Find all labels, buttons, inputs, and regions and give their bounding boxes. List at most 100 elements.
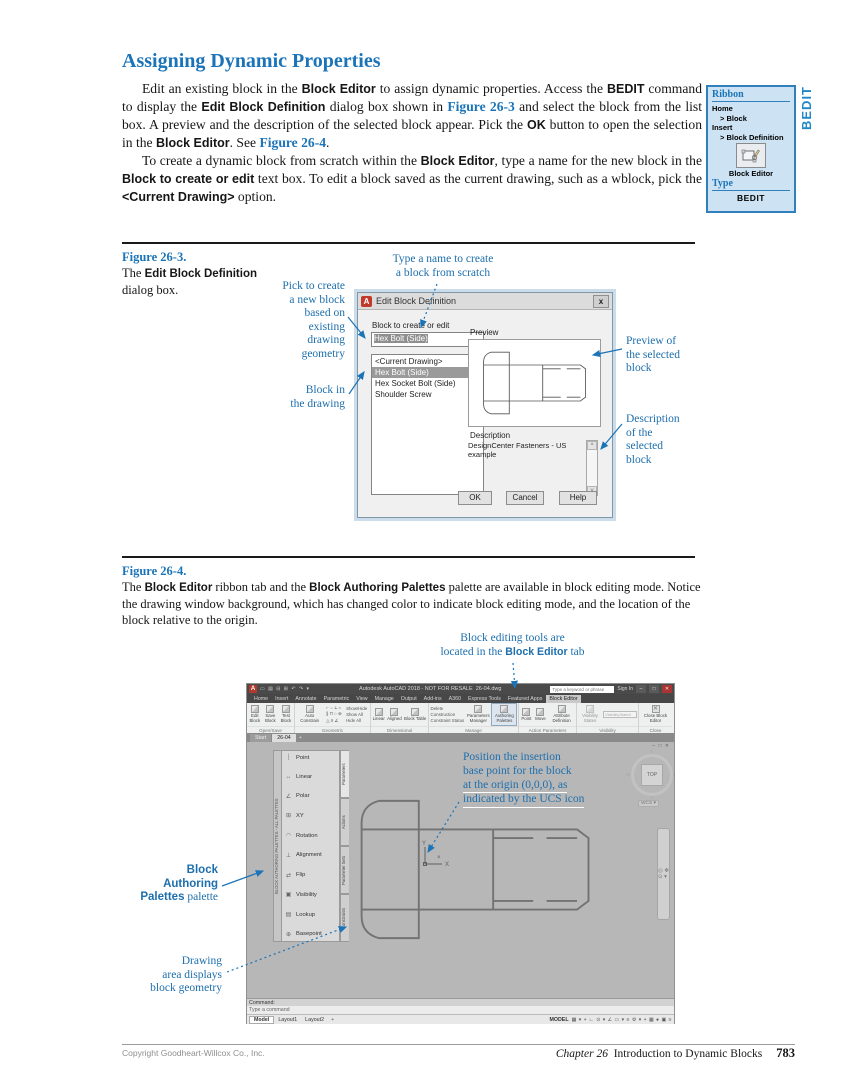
search-input[interactable] (550, 685, 615, 693)
construction-button[interactable]: Construction (430, 712, 456, 717)
status-bar-icons[interactable]: ▦ ▾ + ∟ ⊙ ▾ ∠ ▭ ▾ ≡ ⚙ ▾ + ▦ ● ▣ ≡ (571, 1016, 672, 1023)
command-line[interactable]: Command: (247, 998, 674, 1006)
block-list-item[interactable]: <Current Drawing> (375, 357, 443, 366)
signin-link[interactable]: Sign In (617, 686, 633, 692)
panel-label[interactable]: Geometric (295, 726, 370, 733)
palette-item[interactable]: ⇄Flip (285, 872, 306, 879)
constraint-icons[interactable]: ⌐ ⌵ ⊥ =∥ ⊓ ○ ⊜△ ≡ ∠ (326, 705, 342, 723)
panel-label[interactable]: Manage (429, 726, 518, 733)
command-input[interactable]: Type a command (247, 1006, 674, 1014)
autocad-logo-icon[interactable]: A (249, 685, 257, 693)
ribbon-tab[interactable]: Featured Apps (507, 696, 543, 702)
help-button[interactable]: Help (559, 491, 597, 505)
palette-titlebar[interactable]: BLOCK AUTHORING PALETTES - ALL PALETTES (273, 750, 282, 942)
dialog-title: Edit Block Definition (376, 296, 457, 306)
viewport-window-controls[interactable]: – □ ✕ (652, 743, 670, 749)
save-block-button[interactable]: Save Block (263, 705, 278, 723)
move-button[interactable]: Move (535, 707, 546, 722)
authoring-palettes-button[interactable]: Authoring Palettes (491, 703, 518, 726)
show-all-button[interactable]: Show All (346, 712, 363, 717)
palette-item[interactable]: ⊥Alignment (285, 852, 322, 859)
new-layout-icon[interactable]: + (331, 1016, 335, 1023)
layout-tab[interactable]: Model (249, 1015, 275, 1024)
point-button[interactable]: Point (521, 707, 531, 722)
ribbon-tab[interactable]: Manage (374, 696, 394, 702)
palette-item[interactable]: ▣Visibility (285, 891, 317, 899)
show-hide-button[interactable]: Show/Hide (346, 706, 368, 711)
ribbon-tab[interactable]: A360 (448, 696, 462, 702)
block-name-input[interactable]: Hex Bolt (Side) (371, 332, 484, 347)
palette-item[interactable]: ⊕Basepoint (285, 931, 322, 938)
layout-tab[interactable]: Layout1 (278, 1016, 298, 1023)
file-tab-drawing[interactable]: 26-04 (272, 734, 296, 742)
model-space-indicator[interactable]: MODEL (549, 1016, 569, 1023)
titlebar[interactable]: A ▭ ▤ ⊟ ⊞ ↶ ↷ ▾ Autodesk AutoCAD 2018 - … (247, 684, 674, 694)
bedit-command: BEDIT (737, 193, 765, 203)
drawing-area[interactable]: – □ ✕ BLOCK AUTHORING PALETTES - ALL PAL… (247, 742, 674, 998)
edit-block-definition-dialog: A Edit Block Definition x Block to creat… (357, 292, 613, 518)
cancel-button[interactable]: Cancel (506, 491, 544, 505)
palette-item[interactable]: ▤Lookup (285, 911, 316, 919)
close-icon[interactable]: x (593, 294, 609, 308)
visibility-states-button[interactable]: Visibility States (578, 705, 602, 723)
ribbon-tab[interactable]: Annotate (295, 696, 317, 702)
attribute-definition-button[interactable]: Attribute Definition (550, 705, 574, 723)
block-table-button[interactable]: Block Table (404, 707, 426, 722)
ribbon-tab[interactable]: Output (400, 696, 417, 702)
viewcube-top-face[interactable]: TOP (641, 764, 663, 786)
ok-button[interactable]: OK (458, 491, 492, 505)
minimize-icon[interactable]: – (636, 685, 646, 693)
test-block-button[interactable]: Test Block (279, 705, 293, 723)
intro-text: Edit an existing block in the Block Edit… (122, 80, 702, 206)
palette-item[interactable]: ↔Linear (285, 773, 313, 780)
close-block-editor-button[interactable]: ✕Close Block Editor (643, 705, 668, 723)
maximize-icon[interactable]: □ (649, 685, 659, 693)
navigation-bar[interactable]: ◎ ✥ ⊙ ▾ (657, 828, 670, 920)
block-list[interactable]: <Current Drawing>Hex Bolt (Side)Hex Sock… (371, 354, 484, 495)
palette-item[interactable]: ┆Point (284, 754, 337, 762)
ribbon-tab[interactable]: Home (254, 696, 269, 702)
block-list-item[interactable]: Hex Bolt (Side) (372, 367, 483, 378)
wcs-dropdown[interactable]: WCS ▾ (638, 800, 659, 807)
close-icon[interactable]: ✕ (662, 685, 672, 693)
ribbon-tab[interactable]: Insert (275, 696, 289, 702)
aligned-button[interactable]: Aligned (387, 707, 402, 722)
block-list-item[interactable]: Hex Socket Bolt (Side) (375, 379, 456, 388)
scroll-up-icon[interactable]: ^ (587, 441, 597, 450)
parameters-manager-button[interactable]: Parameters Manager (466, 705, 490, 723)
palette-item[interactable]: ◠Rotation (285, 832, 318, 840)
linear-button[interactable]: Linear (373, 707, 385, 722)
panel-label[interactable]: Action Parameters (519, 726, 576, 733)
description-scrollbar[interactable]: ^ v (586, 440, 598, 496)
ribbon-tab[interactable]: Express Tools (468, 696, 501, 702)
panel-label[interactable]: Dimensional (371, 726, 428, 733)
panel-label[interactable]: Close (639, 726, 672, 733)
palette-tab[interactable]: Parameters (340, 750, 349, 798)
layout-tab[interactable]: Layout2 (305, 1016, 325, 1023)
new-tab-icon[interactable]: + (298, 735, 302, 741)
edit-block-button[interactable]: Edit Block (248, 705, 262, 723)
ribbon-tab[interactable]: Block Editor (546, 695, 581, 703)
panel-label[interactable]: Open/Save (247, 726, 294, 733)
quick-access-toolbar-icons[interactable]: ▭ ▤ ⊟ ⊞ ↶ ↷ ▾ (260, 686, 311, 692)
viewcube-ring[interactable] (631, 754, 673, 796)
close-block-editor-icon: ✕ (651, 705, 660, 714)
block-list-item[interactable]: Shoulder Screw (375, 390, 432, 399)
delete-button[interactable]: Delete (430, 706, 444, 711)
hide-all-button[interactable]: Hide All (346, 718, 361, 723)
ribbon-tab[interactable]: Add-ins (423, 696, 442, 702)
ribbon-tab[interactable]: View (356, 696, 368, 702)
auto-constrain-button[interactable]: Auto Constrain (298, 705, 322, 723)
palette-item[interactable]: ∠Polar (285, 793, 310, 800)
visibility-state-combo[interactable]: VisibilityState0 (603, 711, 637, 718)
palette-item[interactable]: ⊞XY (285, 812, 304, 820)
dialog-titlebar[interactable]: A Edit Block Definition x (358, 293, 612, 310)
basepoint-marker: × (437, 855, 441, 861)
viewcube[interactable]: N E S W TOP (626, 749, 674, 800)
file-tab-start[interactable]: Start (250, 734, 272, 742)
panel-label[interactable]: Visibility (577, 726, 638, 733)
ribbon-tab[interactable]: Parametric (323, 696, 350, 702)
description-label: Description (470, 431, 511, 440)
constraint-status-button[interactable]: Constraint Status (430, 718, 465, 723)
block-editor-tool-button (736, 143, 766, 168)
